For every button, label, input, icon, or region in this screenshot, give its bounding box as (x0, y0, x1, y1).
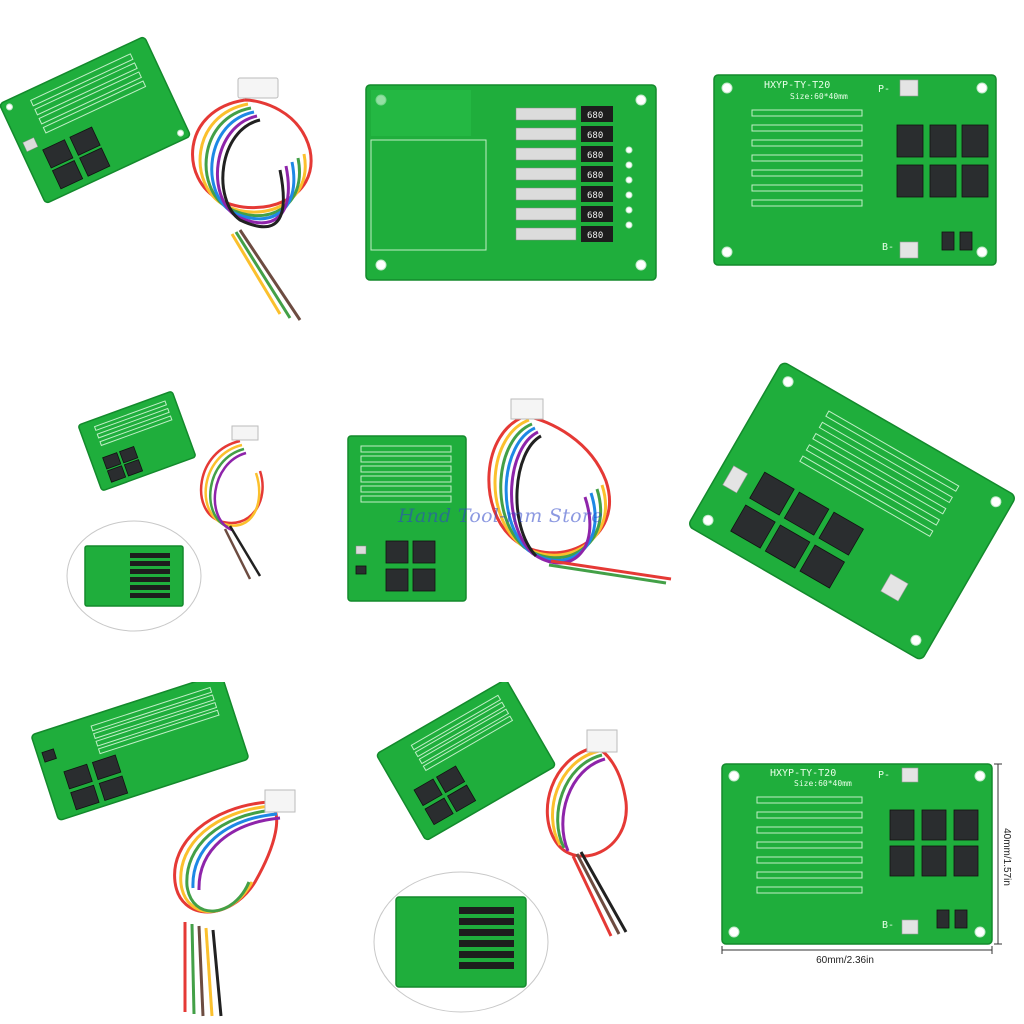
dimension-height-label: 40mm/1.57in (1001, 828, 1012, 886)
connector (231, 425, 259, 441)
resistor-label: 680 (587, 171, 603, 181)
connector (510, 398, 544, 420)
wire-harness (545, 745, 628, 937)
wire-harness (487, 414, 672, 585)
wire-harness (191, 98, 313, 321)
image-board-front: HXYP-TY-T20 Size:60*40mm P- B- (682, 0, 1023, 341)
pad-p-label: P- (878, 770, 890, 781)
image-board-vertical-with-cable (341, 341, 682, 682)
image-board-angled (682, 341, 1023, 682)
pad-p-label: P- (878, 84, 890, 95)
resistor-label: 680 (587, 131, 603, 141)
resistor-label: 680 (587, 111, 603, 121)
image-board-with-cable-1 (0, 0, 341, 341)
image-board-back: 680 680 680 680 680 680 680 (341, 0, 682, 341)
dimension-width-label: 60mm/2.36in (816, 955, 874, 966)
pad-b-label: B- (882, 920, 894, 931)
wire-harness (173, 800, 281, 1017)
resistor-array: 680 680 680 680 680 680 680 (515, 106, 613, 242)
resistor-label: 680 (587, 191, 603, 201)
pad-b-label: B- (882, 242, 894, 253)
board-model: HXYP-TY-T20 (764, 80, 830, 91)
mosfet-array (896, 124, 989, 198)
image-board-with-cable-2 (0, 682, 341, 1023)
connector (264, 789, 296, 813)
store-watermark: Hand Tool-mm Store (398, 505, 603, 527)
board-model: HXYP-TY-T20 (770, 768, 836, 779)
connector (586, 729, 618, 753)
board-size: Size:60*40mm (790, 92, 848, 101)
resistor-label: 680 (587, 151, 603, 161)
component-columns (751, 109, 863, 207)
connector (237, 77, 279, 99)
resistor-row (30, 53, 147, 134)
image-board-cable-and-back-2 (341, 682, 682, 1023)
image-board-dimensions: HXYP-TY-T20 Size:60*40mm P- B- (682, 682, 1023, 1023)
image-board-cable-and-back (0, 341, 341, 682)
dimension-lines (721, 763, 1002, 954)
board-size: Size:60*40mm (794, 779, 852, 788)
mosfet-array (889, 809, 979, 877)
resistor-label: 680 (587, 211, 603, 221)
resistor-label: 680 (587, 231, 603, 241)
wire-harness (199, 439, 264, 580)
